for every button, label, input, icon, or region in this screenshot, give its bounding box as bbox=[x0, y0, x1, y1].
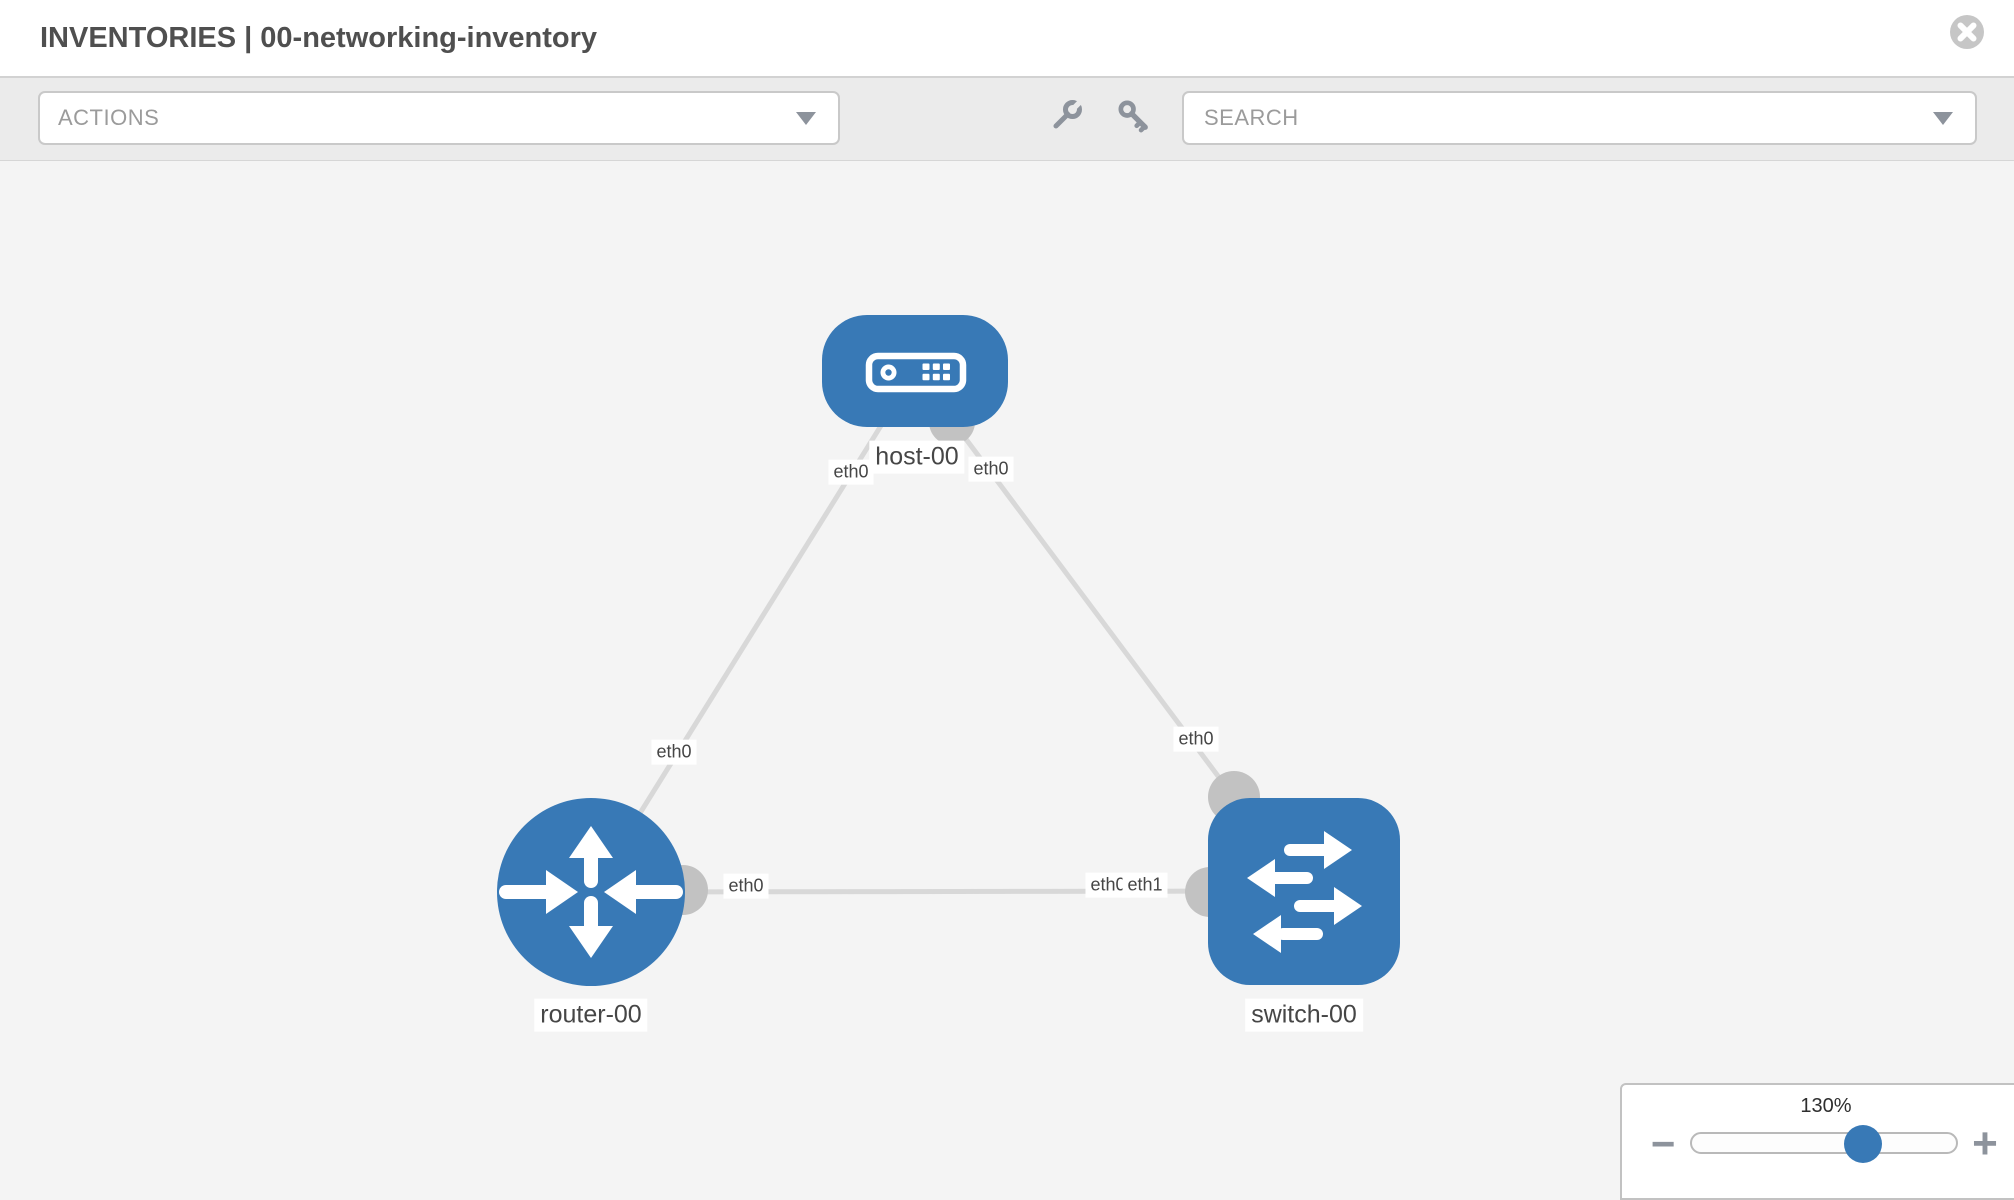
node-label-switch: switch-00 bbox=[1245, 998, 1363, 1032]
credentials-button[interactable] bbox=[1114, 96, 1154, 136]
toolbar: ACTIONS bbox=[0, 78, 2014, 161]
chevron-down-icon bbox=[1933, 111, 1953, 125]
interface-label: eth0 bbox=[1173, 726, 1219, 752]
node-label-host: host-00 bbox=[869, 440, 965, 474]
interface-label: eth0 bbox=[651, 739, 697, 765]
minus-icon: − bbox=[1650, 1120, 1676, 1167]
plus-icon: + bbox=[1972, 1119, 1998, 1168]
node-switch[interactable] bbox=[1208, 798, 1400, 985]
switch-icon bbox=[1247, 831, 1362, 953]
wrench-icon bbox=[1053, 100, 1082, 129]
node-host[interactable] bbox=[822, 315, 1008, 427]
node-router[interactable] bbox=[497, 798, 685, 986]
router-icon bbox=[499, 826, 683, 958]
zoom-slider-handle[interactable] bbox=[1844, 1125, 1882, 1163]
link-host-router[interactable] bbox=[588, 369, 918, 894]
interface-label: eth0 bbox=[968, 456, 1014, 482]
search-input[interactable] bbox=[1202, 104, 1933, 132]
page-title: INVENTORIES | 00-networking-inventory bbox=[40, 21, 598, 54]
interface-label: eth0 bbox=[723, 873, 769, 899]
zoom-out-button[interactable]: − bbox=[1644, 1120, 1682, 1167]
zoom-level-label: 130% bbox=[1800, 1095, 1852, 1117]
node-label-router: router-00 bbox=[534, 998, 648, 1032]
zoom-in-button[interactable]: + bbox=[1966, 1119, 2004, 1168]
header-bar: INVENTORIES | 00-networking-inventory bbox=[0, 0, 2014, 78]
zoom-slider-track[interactable] bbox=[1690, 1132, 1958, 1154]
actions-dropdown-label: ACTIONS bbox=[58, 105, 160, 130]
close-button[interactable] bbox=[1949, 14, 1985, 50]
close-icon bbox=[1950, 15, 1984, 49]
actions-dropdown[interactable]: ACTIONS bbox=[38, 91, 840, 145]
chevron-down-icon bbox=[796, 111, 816, 125]
configure-button[interactable] bbox=[1046, 96, 1086, 136]
host-icon bbox=[865, 352, 967, 393]
interface-label: eth0 bbox=[828, 459, 874, 485]
search-combobox bbox=[1182, 91, 1977, 145]
interface-label: eth1 bbox=[1122, 872, 1168, 898]
zoom-panel: 130% − + bbox=[1620, 1083, 2014, 1200]
key-icon bbox=[1118, 100, 1148, 133]
topology-canvas[interactable] bbox=[0, 160, 2014, 1200]
